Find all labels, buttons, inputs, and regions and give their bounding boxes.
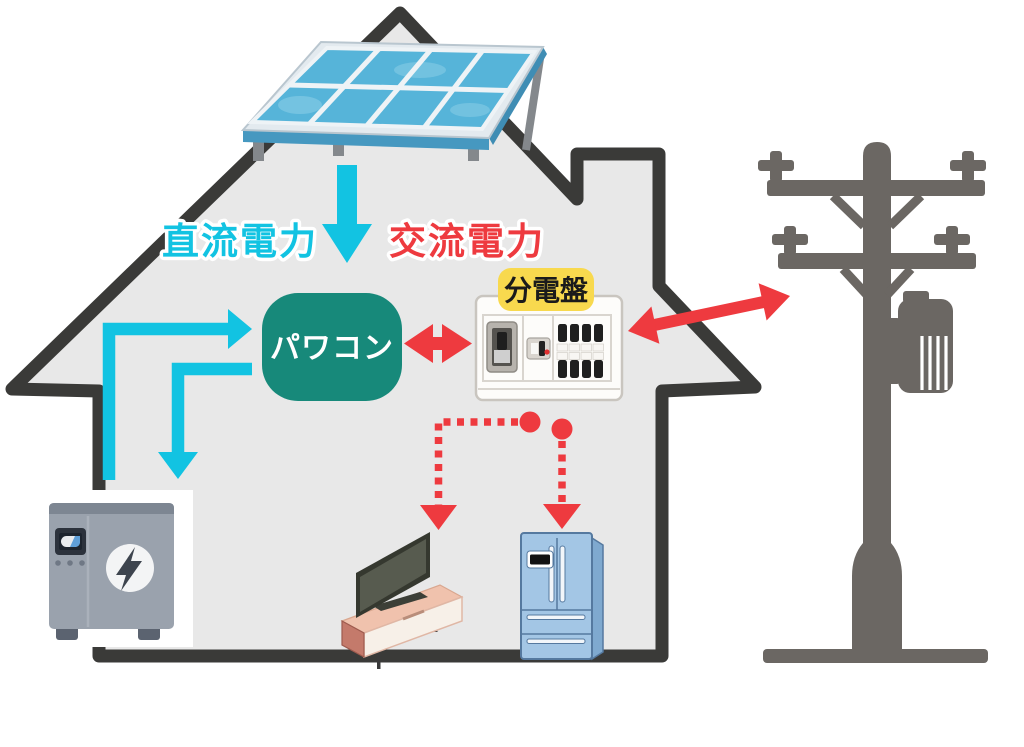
tv-board-handle	[402, 609, 425, 621]
pole-shaft	[863, 142, 891, 550]
dc-arrow-battery-to-pc-head	[228, 309, 252, 349]
solar-panel-edge	[243, 130, 489, 150]
branch-label-cell	[568, 343, 580, 352]
dc-power-label: 直流電力	[162, 221, 318, 262]
ac-arrow-db-pole-right-head	[758, 283, 790, 321]
fridge-drawer-handle	[526, 638, 586, 644]
tv-stand	[373, 592, 428, 611]
branch-label-cell	[580, 352, 592, 360]
branch-switch	[582, 360, 591, 378]
insulator	[934, 234, 970, 245]
tv-board-leg	[377, 648, 381, 669]
fridge-drawer-handle	[526, 614, 586, 620]
dc-arrow-pc-to-battery-head	[158, 452, 198, 479]
dc-arrow-battery-to-pc-shaft	[102, 322, 228, 480]
branch-label-cell	[592, 352, 604, 360]
ac-dotted-feeds	[420, 411, 581, 530]
distribution-board: 分電盤	[474, 268, 624, 402]
solar-panel-gridline	[289, 82, 509, 93]
solar-panel-strut	[522, 51, 545, 151]
distribution-board-label: 分電盤	[504, 275, 589, 306]
pole-ground-bar	[763, 649, 988, 663]
branch-label-cell	[568, 352, 580, 360]
battery-icon-charge	[70, 536, 80, 547]
lightning-icon	[116, 547, 142, 591]
pole-base	[852, 543, 902, 653]
transformer-bracket	[889, 318, 899, 384]
branch-label-cell	[592, 343, 604, 352]
branch-switch	[594, 360, 603, 378]
insulator	[950, 160, 986, 171]
sub-breaker-window	[531, 343, 538, 354]
crossarm-brace	[886, 192, 925, 230]
solar-panel-leg	[468, 142, 479, 161]
refrigerator	[520, 532, 604, 661]
storage-battery	[38, 490, 193, 647]
battery-foot	[138, 626, 160, 640]
branch-label-cell	[580, 343, 592, 352]
main-breaker-switch	[497, 332, 507, 350]
ac-arrow-pc-db-left-head	[404, 324, 433, 363]
power-conditioner-box	[262, 293, 402, 401]
battery-level-icon	[61, 536, 80, 547]
branch-label-cell	[556, 352, 568, 360]
solar-panel	[240, 40, 547, 161]
distribution-board-tag	[498, 268, 594, 311]
branch-switch	[558, 360, 567, 378]
battery-button	[67, 560, 73, 566]
main-breaker-window	[494, 350, 510, 363]
dc-arrow-solar-shaft	[337, 165, 357, 226]
solar-panel-glare	[394, 62, 446, 78]
crossarm-brace	[829, 192, 868, 230]
insulator	[758, 160, 794, 171]
sub-breaker-indicator	[544, 349, 550, 355]
crossarm-brace	[883, 265, 915, 299]
feed-origin-dot	[519, 411, 541, 433]
fridge-side	[591, 536, 604, 661]
utility-pole	[758, 142, 988, 663]
distribution-board-panel	[482, 314, 612, 382]
dc-arrow-pc-to-battery-shaft	[171, 362, 252, 452]
power-conditioner-label: パワコン	[270, 332, 394, 365]
dc-arrow-solar-head	[322, 224, 372, 263]
feed-tv-arrow-head	[420, 505, 457, 530]
branch-switches	[556, 324, 604, 378]
tv-board-side	[341, 619, 365, 659]
ac-arrow-db-pole-shaft	[650, 295, 768, 332]
battery-button	[55, 560, 61, 566]
dc-arrows	[102, 165, 372, 480]
ac-power-label: 交流電力	[389, 220, 545, 262]
battery-foot	[56, 626, 78, 640]
branch-label-cell	[556, 343, 568, 352]
battery-button	[79, 560, 85, 566]
crossarm-brace	[839, 265, 871, 299]
fridge-handle	[559, 545, 566, 603]
solar-panel-glare	[450, 103, 490, 117]
branch-switch	[582, 324, 591, 342]
branch-switch	[570, 360, 579, 378]
branch-switch	[570, 324, 579, 342]
sub-breaker-switch	[539, 341, 545, 356]
feed-origin-dot	[551, 418, 573, 440]
solar-panel-glare	[278, 96, 322, 114]
insulator	[772, 234, 808, 245]
ac-arrow-db-pole-left-head	[628, 306, 660, 344]
battery-top-band	[49, 503, 174, 514]
solar-panel-leg	[253, 140, 264, 161]
feed-fridge-arrow-head	[543, 504, 581, 529]
sub-breaker	[526, 337, 551, 360]
solar-panel-edge	[489, 47, 547, 145]
tv-screen	[360, 539, 426, 612]
crossarm-lower	[778, 253, 976, 269]
power-conditioner: パワコン	[262, 293, 402, 401]
branch-switch	[594, 324, 603, 342]
fridge-display	[530, 554, 550, 565]
crossarm-upper	[767, 180, 985, 196]
television	[340, 532, 464, 669]
branch-switch	[558, 324, 567, 342]
ac-arrow-pc-db-right-head	[442, 324, 472, 363]
solar-panel-leg	[333, 141, 344, 156]
ac-arrows	[404, 283, 790, 363]
